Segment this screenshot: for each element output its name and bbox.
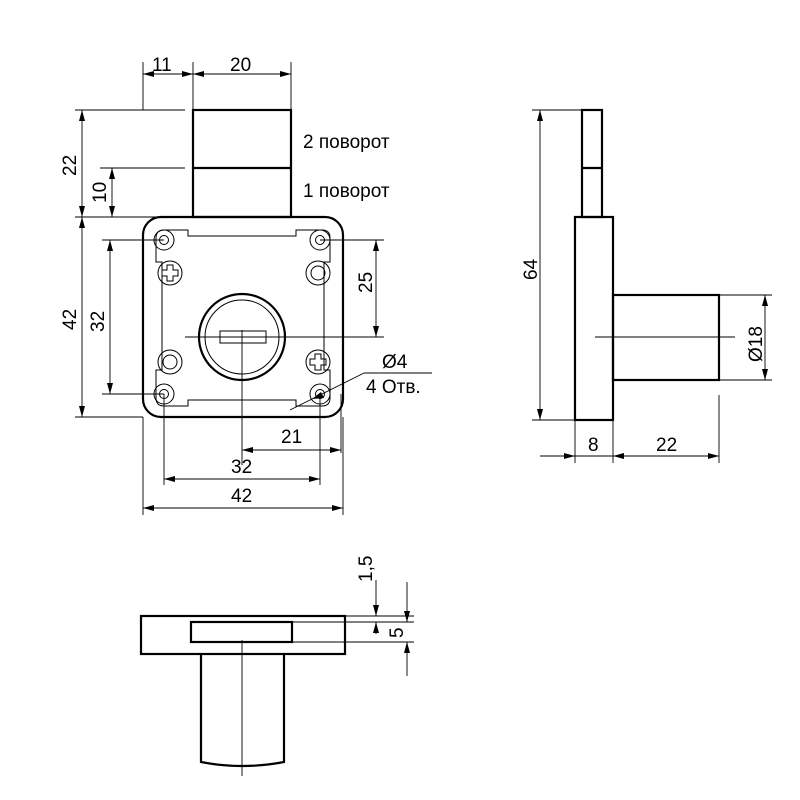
dim-22: 22 — [60, 155, 81, 176]
side-cylinder — [611, 293, 721, 382]
dim-11: 11 — [152, 55, 172, 76]
dim-22-side: 22 — [656, 435, 677, 456]
dim-20: 20 — [230, 55, 251, 76]
screw-right-icon — [305, 349, 331, 375]
housing-plate — [141, 215, 345, 419]
dim-42-vertical: 42 — [60, 309, 81, 330]
side-plate — [573, 215, 615, 422]
dim-1-5: 1,5 — [356, 556, 377, 582]
dim-64: 64 — [521, 258, 542, 280]
side-view: 64 Ø18 8 22 — [521, 108, 772, 463]
bottom-plate — [139, 614, 347, 656]
dim-32-vertical: 32 — [88, 311, 109, 332]
front-view: 11 20 22 10 42 32 25 2 пово — [60, 55, 432, 515]
dim-5: 5 — [387, 627, 408, 638]
label-turn-1: 1 поворот — [303, 181, 390, 202]
bottom-cylinder — [199, 654, 286, 768]
dim-21: 21 — [281, 427, 302, 448]
dim-25: 25 — [356, 272, 377, 293]
mount-hole-left — [157, 349, 183, 375]
dim-32-horizontal: 32 — [231, 457, 252, 478]
screw-left-icon — [157, 260, 183, 286]
bottom-bolt-slot — [189, 620, 294, 644]
dim-diameter-18: Ø18 — [746, 326, 767, 362]
dim-8: 8 — [588, 435, 599, 456]
label-hole-count: 4 Отв. — [366, 377, 421, 398]
label-turn-2: 2 поворот — [303, 132, 390, 153]
mount-hole-right — [305, 260, 331, 286]
label-hole-diameter: Ø4 — [382, 352, 408, 373]
side-bolt — [580, 108, 604, 219]
dim-42-horizontal: 42 — [231, 486, 252, 507]
dim-10: 10 — [90, 182, 111, 203]
bolt — [191, 108, 293, 219]
bottom-view: 1,5 5 — [139, 556, 414, 776]
